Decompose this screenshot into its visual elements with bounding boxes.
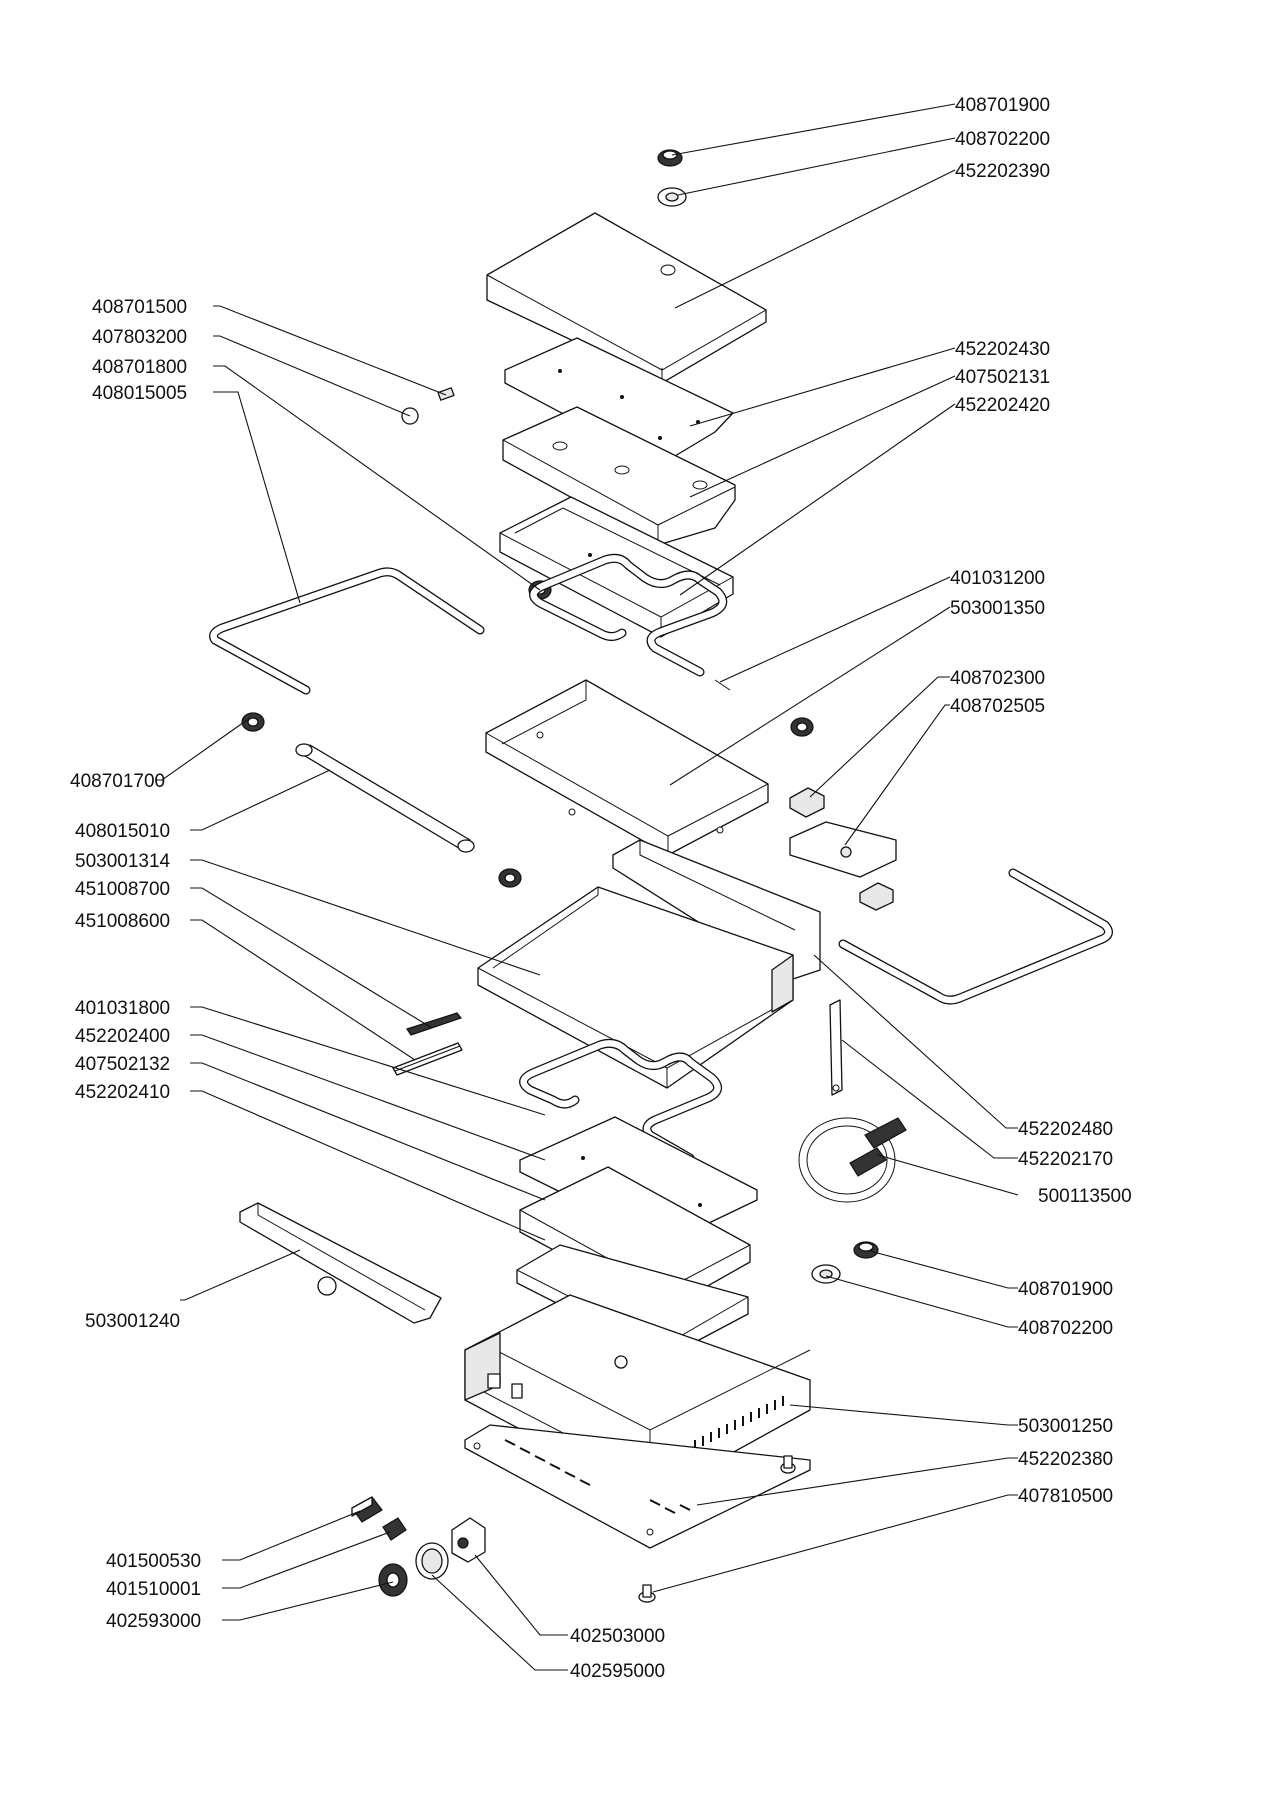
callout-29: 503001250 [1018, 1416, 1113, 1437]
callout-34: 402593000 [106, 1611, 201, 1632]
upper-frame [485, 679, 769, 856]
callout-19: 401031800 [75, 998, 170, 1019]
knob-ring [415, 1542, 449, 1580]
callout-labels: 408701900 408702200 452202390 408701500 … [70, 95, 1132, 1682]
indicator-switch [382, 1517, 407, 1541]
callout-3: 408701500 [92, 297, 187, 318]
callout-30: 452202380 [1018, 1449, 1113, 1470]
callout-22: 452202410 [75, 1082, 170, 1103]
vertical-bracket [829, 999, 843, 1096]
callout-15: 408015010 [75, 821, 170, 842]
control-knob [378, 1563, 408, 1597]
callout-16: 503001314 [75, 851, 171, 872]
knob-top [657, 149, 683, 167]
drip-tray [239, 1202, 442, 1324]
handle-left [209, 567, 485, 695]
callout-21: 407502132 [75, 1054, 170, 1075]
back-rail [612, 839, 821, 981]
pin-small [437, 387, 455, 401]
guide-strip [392, 1042, 463, 1076]
callout-36: 402595000 [570, 1661, 665, 1682]
heating-element-lower [519, 1038, 723, 1163]
callout-33: 401510001 [106, 1579, 201, 1600]
handle-right [838, 868, 1113, 1005]
upper-tray [499, 496, 734, 638]
callout-18: 451008600 [75, 911, 170, 932]
top-cover [486, 212, 767, 384]
base-plate [464, 1424, 811, 1549]
callout-31: 407810500 [1018, 1486, 1113, 1507]
callout-23: 452202480 [1018, 1119, 1113, 1140]
callout-26: 408701900 [1018, 1279, 1113, 1300]
heating-plate-upper [502, 406, 736, 546]
callout-9: 452202420 [955, 395, 1050, 416]
vent-slots-housing [694, 1396, 784, 1450]
nut-right [811, 1264, 841, 1284]
hinge-foot [859, 882, 894, 911]
leader-lines [155, 103, 1019, 1671]
insulation-plate [504, 337, 734, 466]
bushing-right [790, 717, 814, 737]
callout-25: 500113500 [1038, 1186, 1132, 1207]
callout-28: 503001240 [85, 1311, 180, 1332]
spring-strip [406, 1012, 463, 1036]
power-cable [798, 1117, 907, 1203]
heating-element-upper [529, 553, 731, 691]
roller-bar [295, 743, 475, 853]
callout-27: 408702200 [1018, 1318, 1113, 1339]
foot [638, 1584, 656, 1603]
hinge-arm [789, 821, 897, 878]
callout-14: 408701700 [70, 771, 165, 792]
callout-2: 452202390 [955, 161, 1050, 182]
knob-right [853, 1241, 879, 1259]
callout-10: 401031200 [950, 568, 1045, 589]
spacer-left [241, 712, 265, 732]
callout-4: 407803200 [92, 327, 187, 348]
callout-7: 452202430 [955, 339, 1050, 360]
callout-32: 401500530 [106, 1551, 201, 1572]
griddle-plate [477, 886, 794, 1089]
thermostat [451, 1517, 486, 1563]
callout-0: 408701900 [955, 95, 1050, 116]
callout-13: 408702505 [950, 696, 1045, 717]
callout-11: 503001350 [950, 598, 1045, 619]
callout-1: 408702200 [955, 129, 1050, 150]
nut-top [657, 187, 687, 207]
callout-17: 451008700 [75, 879, 170, 900]
callout-5: 408701800 [92, 357, 187, 378]
callout-8: 407502131 [955, 367, 1050, 388]
callout-6: 408015005 [92, 383, 187, 404]
rocker-switch [351, 1496, 383, 1523]
callout-12: 408702300 [950, 668, 1045, 689]
foot-base-right [780, 1455, 796, 1474]
spacer-mid [498, 868, 522, 888]
callout-24: 452202170 [1018, 1149, 1113, 1170]
callout-20: 452202400 [75, 1026, 170, 1047]
vent-slots-base [504, 1439, 691, 1514]
callout-35: 402503000 [570, 1626, 665, 1647]
hinge-block [789, 787, 825, 818]
